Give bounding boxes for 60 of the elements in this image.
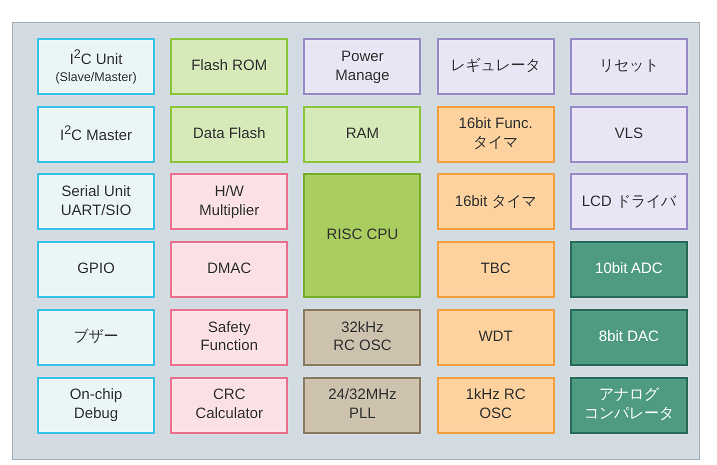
module-block bbox=[170, 241, 288, 298]
module-block bbox=[37, 376, 155, 434]
module-block bbox=[170, 376, 288, 434]
module-block bbox=[570, 173, 688, 230]
module-block bbox=[303, 106, 422, 163]
module-block bbox=[570, 376, 688, 434]
block-label: RAM bbox=[346, 124, 380, 144]
block-label: レギュレータ bbox=[450, 57, 541, 76]
block-label: WDT bbox=[478, 328, 513, 347]
block-label: リセット bbox=[598, 57, 659, 76]
module-block bbox=[303, 308, 422, 366]
block-label: 1kHz RC OSC bbox=[466, 386, 526, 424]
block-label: RISC CPU bbox=[326, 226, 398, 246]
module-block bbox=[303, 38, 422, 95]
board-panel bbox=[12, 22, 700, 460]
block-label: 24/32MHz PLL bbox=[327, 386, 398, 424]
block-label: CRC Calculator bbox=[194, 386, 264, 424]
block-label: アナログコンパレータ bbox=[584, 386, 674, 424]
module-block bbox=[570, 38, 688, 95]
module-block bbox=[436, 241, 555, 298]
module-block bbox=[570, 241, 688, 298]
module-block bbox=[37, 308, 155, 366]
module-block bbox=[170, 38, 288, 95]
block-label: GPIO bbox=[77, 260, 115, 279]
block-label: Safety Function bbox=[199, 318, 259, 356]
block-label: 32kHz RC OSC bbox=[332, 318, 393, 356]
block-label: Serial Unit UART/SIO bbox=[60, 183, 132, 221]
block-label: VLS bbox=[614, 124, 643, 144]
block-label: Flash ROM bbox=[191, 57, 268, 76]
module-block bbox=[37, 173, 155, 230]
module-block bbox=[170, 308, 288, 366]
block-label: TBC bbox=[480, 260, 511, 279]
block-label: H/W Multiplier bbox=[198, 183, 260, 221]
block-label: Power Manage bbox=[334, 48, 390, 86]
module-block bbox=[170, 106, 288, 163]
module-block bbox=[570, 308, 688, 366]
block-label: On-chip Debug bbox=[68, 386, 124, 424]
module-block bbox=[436, 308, 555, 366]
module-block bbox=[436, 38, 555, 95]
block-label: 10bit ADC bbox=[595, 260, 663, 279]
module-block bbox=[37, 241, 155, 298]
module-block bbox=[303, 376, 422, 434]
block-label: DMAC bbox=[207, 260, 252, 279]
block-label: (Slave/Master) bbox=[55, 70, 137, 86]
block-label: LCD ドライバ bbox=[582, 192, 676, 212]
module-block bbox=[436, 173, 555, 230]
module-block bbox=[170, 173, 288, 230]
block-label: 16bit タイマ bbox=[454, 192, 536, 212]
block-label: Data Flash bbox=[192, 124, 266, 144]
block-label: I$^{2}$C Unit bbox=[70, 47, 122, 70]
module-block bbox=[37, 106, 155, 163]
module-block bbox=[37, 38, 155, 95]
block-label: I$^{2}$C Master bbox=[60, 122, 132, 146]
cpu-block bbox=[303, 173, 422, 298]
block-label: ブザー bbox=[74, 328, 118, 347]
block-label: 16bit Func. タイマ bbox=[457, 115, 534, 153]
module-block bbox=[436, 376, 555, 434]
module-block bbox=[436, 106, 555, 163]
module-block bbox=[570, 106, 688, 163]
block-label: 8bit DAC bbox=[598, 328, 659, 347]
